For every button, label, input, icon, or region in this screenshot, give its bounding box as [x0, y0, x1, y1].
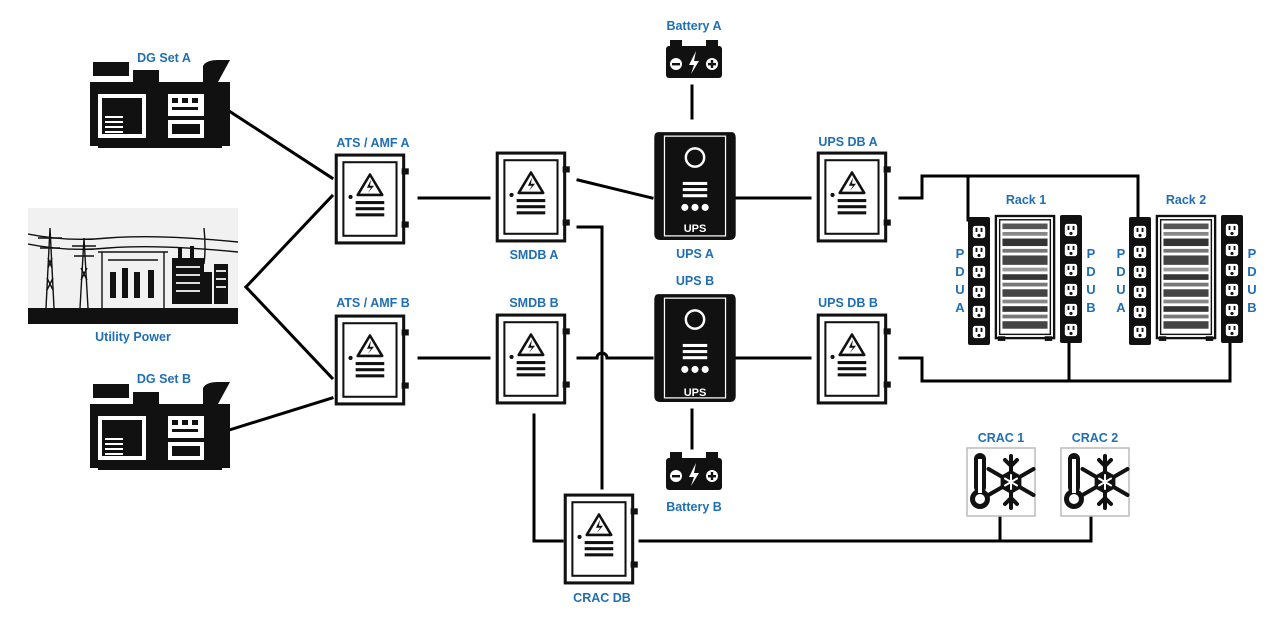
line-utility-to-atsa	[243, 193, 335, 290]
ups-b-label: UPS B	[676, 274, 714, 288]
pdu-b-letter: P	[1087, 246, 1096, 261]
generator-icon	[90, 382, 230, 470]
utility-power-label: Utility Power	[95, 330, 171, 344]
ats-amf-a: ATS / AMF A	[334, 136, 411, 245]
dg-set-a-label: DG Set A	[137, 51, 191, 65]
pdu-b-letter: P	[1248, 246, 1257, 261]
pdu-a-letter: A	[955, 300, 965, 315]
line-utility-to-atsb	[243, 284, 335, 381]
pdu-b-strip-rack-2	[1221, 215, 1243, 343]
pdu-b-strip-rack-1	[1060, 215, 1082, 343]
ups-a: UPS UPS A	[653, 130, 737, 261]
utility-power: Utility Power	[28, 208, 238, 344]
pdu-a-letter: A	[1116, 300, 1126, 315]
line-smdba-to-upsa	[576, 178, 654, 200]
battery-a: Battery A	[666, 19, 722, 78]
generator-icon	[90, 60, 230, 148]
line-cracdb-to-crac	[638, 515, 1093, 543]
smdb-b: SMDB B	[495, 296, 572, 405]
smdb-a-label: SMDB A	[510, 248, 559, 262]
ups-a-face-label: UPS	[684, 223, 707, 235]
ups-db-b: UPS DB B	[816, 296, 893, 405]
crac-2: CRAC 2	[1060, 431, 1130, 517]
line-smdba-to-cracdb	[576, 225, 604, 490]
ats-amf-b-label: ATS / AMF B	[336, 296, 410, 310]
ats-amf-b: ATS / AMF B	[334, 296, 411, 406]
ups-db-a: UPS DB A	[816, 135, 893, 243]
crac-db: CRAC DB	[563, 493, 640, 605]
server-rack-icon	[1155, 214, 1217, 343]
line-upsdba-to-pdua	[898, 174, 1140, 222]
rack-1-group: Rack 1 P D U A P D U B	[955, 193, 1096, 345]
pdu-a-strip-rack-2	[1129, 217, 1151, 345]
line-dga-to-atsa	[223, 106, 335, 181]
line-smdbb-to-upsb	[576, 351, 654, 360]
electrical-panel-icon	[334, 153, 411, 245]
battery-b: Battery B	[666, 452, 722, 514]
pdu-b-letter: U	[1086, 282, 1095, 297]
pdu-b-letter: B	[1247, 300, 1256, 315]
thermometer-snowflake-icon	[1060, 447, 1130, 517]
dg-set-a: DG Set A	[90, 51, 230, 148]
line-upsdbb-to-pdub	[898, 340, 1232, 383]
line-smdbb-to-cracdb	[532, 413, 564, 543]
ups-icon	[653, 292, 737, 404]
dg-set-b: DG Set B	[90, 372, 230, 470]
battery-b-label: Battery B	[666, 500, 722, 514]
rack-1-label: Rack 1	[1006, 193, 1046, 207]
crac-1-label: CRAC 1	[978, 431, 1025, 445]
electrical-panel-icon	[495, 313, 572, 405]
ups-b: UPS UPS B	[653, 274, 737, 404]
pdu-b-letter: B	[1086, 300, 1095, 315]
ats-amf-a-label: ATS / AMF A	[336, 136, 409, 150]
pdu-b-letter: D	[1086, 264, 1095, 279]
electrical-panel-icon	[816, 151, 893, 243]
rack-2-group: Rack 2 P D U A P D U B	[1116, 193, 1257, 345]
crac-1: CRAC 1	[966, 431, 1036, 517]
smdb-b-label: SMDB B	[509, 296, 558, 310]
crac-2-label: CRAC 2	[1072, 431, 1119, 445]
electrical-panel-icon	[816, 313, 893, 405]
pdu-b-letter: D	[1247, 264, 1256, 279]
pdu-a-letter: U	[955, 282, 964, 297]
smdb-a: SMDB A	[495, 151, 572, 262]
ups-db-b-label: UPS DB B	[818, 296, 878, 310]
rack-2-label: Rack 2	[1166, 193, 1206, 207]
thermometer-snowflake-icon	[966, 447, 1036, 517]
dg-set-b-label: DG Set B	[137, 372, 191, 386]
pdu-a-letter: P	[956, 246, 965, 261]
ups-a-label: UPS A	[676, 247, 714, 261]
ups-db-a-label: UPS DB A	[818, 135, 877, 149]
crac-db-label: CRAC DB	[573, 591, 631, 605]
battery-a-label: Battery A	[666, 19, 721, 33]
battery-icon	[666, 40, 722, 78]
electrical-panel-icon	[495, 151, 572, 243]
power-substation-icon	[28, 208, 238, 324]
pdu-a-strip-rack-1	[968, 217, 990, 345]
pdu-a-letter: U	[1116, 282, 1125, 297]
electrical-panel-icon	[563, 493, 640, 585]
server-rack-icon	[994, 214, 1056, 343]
pdu-b-letter: U	[1247, 282, 1256, 297]
electrical-panel-icon	[334, 314, 411, 406]
pdu-a-letter: D	[1116, 264, 1125, 279]
connection-lines	[223, 84, 1232, 543]
ups-b-face-label: UPS	[684, 387, 707, 399]
line-dgb-to-atsb	[224, 396, 334, 433]
battery-icon	[666, 452, 722, 490]
pdu-a-letter: P	[1117, 246, 1126, 261]
pdu-a-letter: D	[955, 264, 964, 279]
